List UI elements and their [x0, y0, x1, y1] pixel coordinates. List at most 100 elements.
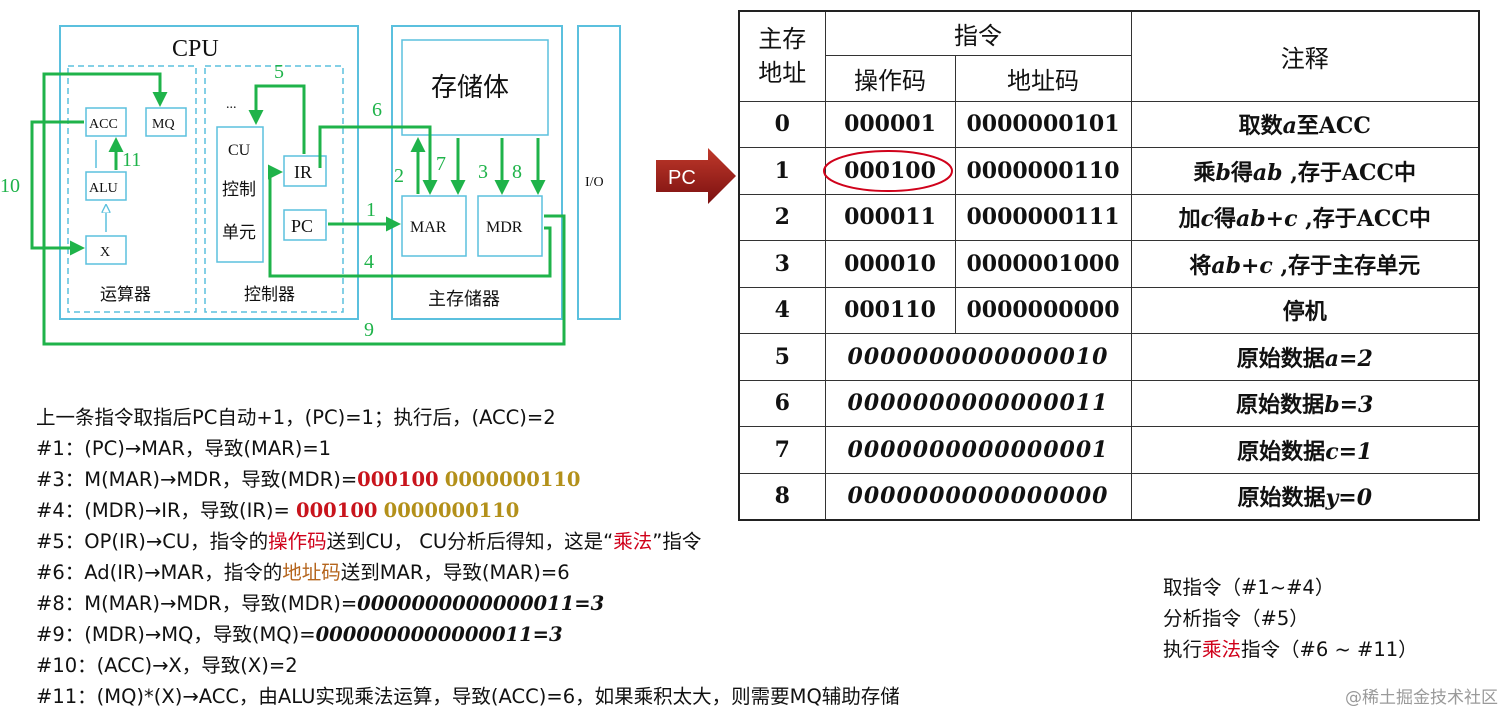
execution-steps: 上一条指令取指后PC自动+1，(PC)=1；执行后，(ACC)=2 #1：(PC…	[36, 402, 1156, 712]
io-box	[577, 25, 621, 320]
controller-label: 控制器	[244, 285, 295, 305]
mdr-register	[477, 195, 543, 257]
path-label-3: 3	[478, 161, 488, 183]
step-10: #10：(ACC)→X，导致(X)=2	[36, 654, 298, 677]
table-row: 8 0000000000000000 原始数据y=0	[738, 472, 1480, 520]
pc-pointer-arrow: PC	[656, 148, 736, 204]
header-address: 主存 地址	[738, 10, 826, 102]
x-register	[85, 235, 127, 265]
alu-unit-box	[67, 65, 197, 313]
memory-table: 主存 地址 指令 注释 操作码 地址码 0 000001 0000000101 …	[738, 10, 1480, 521]
cell-note: 将ab+c ,存于主存单元	[1130, 240, 1480, 288]
cell-note: 加c得ab+c ,存于ACC中	[1130, 193, 1480, 241]
cell-address-code: 0000001000	[954, 240, 1132, 288]
path-label-6: 6	[372, 99, 382, 121]
path-label-11: 11	[122, 149, 141, 171]
controller-box	[204, 65, 344, 313]
cell-data: 0000000000000010	[824, 333, 1132, 381]
cell-address-code: 0000000111	[954, 193, 1132, 241]
step-1: #1：(PC)→MAR，导致(MAR)=1	[36, 437, 332, 460]
path-5	[248, 84, 306, 154]
header-instruction: 指令	[824, 10, 1132, 56]
path-label-10: 10	[0, 175, 20, 197]
path-label-7: 7	[436, 153, 446, 175]
step-8: #8：M(MAR)→MDR，导致(MDR)=0000000000000011=3	[36, 592, 605, 615]
table-row: 4 000110 0000000000 停机	[738, 286, 1480, 334]
cell-address-code: 0000000110	[954, 147, 1132, 195]
step-intro: 上一条指令取指后PC自动+1，(PC)=1；执行后，(ACC)=2	[36, 406, 556, 429]
cpu-label: CPU	[172, 36, 219, 62]
pc-pointer-label: PC	[668, 167, 696, 189]
phase-decode: 分析指令（#5）	[1163, 607, 1309, 630]
cell-address-code: 0000000101	[954, 100, 1132, 148]
cu-label-1: CU	[228, 142, 251, 159]
alu-label: ALU	[89, 181, 118, 196]
cpu-memory-diagram: CPU 运算器 控制器 ACC MQ ALU X ... CU 控制 单元 IR…	[0, 25, 621, 346]
cell-data: 0000000000000011	[824, 379, 1132, 427]
cell-opcode-circled: 000100	[822, 147, 956, 195]
mdr-label: MDR	[486, 219, 523, 236]
path-label-4: 4	[364, 251, 374, 273]
cell-note: 停机	[1130, 286, 1480, 334]
step-4: #4：(MDR)→IR，导致(IR)= 000100 0000000110	[36, 499, 520, 522]
cell-note: 乘b得ab ,存于ACC中	[1130, 147, 1480, 195]
acc-label: ACC	[89, 117, 118, 132]
phase-execute: 执行乘法指令（#6 ~ #11）	[1163, 638, 1418, 661]
watermark: @稀土掘金技术社区	[1345, 688, 1498, 708]
cell-address: 8	[738, 472, 826, 520]
header-address-line1: 主存	[758, 25, 807, 54]
cell-note: 原始数据b=3	[1130, 379, 1480, 427]
cell-note: 原始数据y=0	[1130, 472, 1480, 520]
cu-label-3: 单元	[222, 223, 256, 243]
cell-address-code: 0000000000	[954, 286, 1132, 334]
cell-address: 2	[738, 193, 826, 241]
header-opcode: 操作码	[824, 54, 956, 102]
step-11: #11：(MQ)*(X)→ACC，由ALU实现乘法运算，导致(ACC)=6，如果…	[36, 685, 900, 708]
cell-address: 0	[738, 100, 826, 148]
storage-body-box	[401, 39, 549, 136]
path-label-1: 1	[366, 199, 376, 221]
step-5: #5：OP(IR)→CU，指令的操作码送到CU， CU分析后得知，这是“乘法”指…	[36, 530, 702, 553]
acc-register	[85, 107, 127, 137]
alu-block	[85, 171, 127, 201]
phase-summary: 取指令（#1~#4） 分析指令（#5） 执行乘法指令（#6 ~ #11）	[1163, 572, 1418, 665]
x-label: X	[100, 245, 110, 260]
io-label: I/O	[585, 175, 604, 190]
cell-note: 取数a至ACC	[1130, 100, 1480, 148]
mq-label: MQ	[152, 117, 175, 132]
storage-body-label: 存储体	[431, 73, 509, 103]
path-10	[30, 120, 85, 256]
pc-register	[283, 209, 327, 241]
cell-data: 0000000000000000	[824, 472, 1132, 520]
cu-block	[216, 126, 264, 263]
path-label-2: 2	[394, 165, 404, 187]
header-address-code: 地址码	[954, 54, 1132, 102]
table-row: 1 000100 0000000110 乘b得ab ,存于ACC中	[738, 147, 1480, 195]
cell-note: 原始数据a=2	[1130, 333, 1480, 381]
mq-register	[145, 107, 187, 137]
path-6	[318, 125, 438, 195]
main-memory-box	[391, 25, 563, 320]
path-9	[42, 72, 566, 346]
mar-label: MAR	[410, 219, 447, 236]
table-row: 5 0000000000000010 原始数据a=2	[738, 333, 1480, 381]
cell-address: 7	[738, 426, 826, 474]
path-label-5: 5	[274, 61, 284, 83]
cell-address: 4	[738, 286, 826, 334]
header-address-line2: 地址	[758, 59, 807, 88]
cell-opcode: 000110	[824, 286, 956, 334]
cell-opcode: 000010	[824, 240, 956, 288]
cell-address: 1	[738, 147, 826, 195]
alu-unit-label: 运算器	[100, 285, 151, 305]
cell-note: 原始数据c=1	[1130, 426, 1480, 474]
cpu-box	[59, 25, 359, 320]
table-row: 0 000001 0000000101 取数a至ACC	[738, 100, 1480, 148]
header-note: 注释	[1130, 10, 1480, 102]
table-row: 7 0000000000000001 原始数据c=1	[738, 426, 1480, 474]
step-6: #6：Ad(IR)→MAR，指令的地址码送到MAR，导致(MAR)=6	[36, 561, 570, 584]
path-label-9: 9	[364, 319, 374, 341]
pc-label: PC	[291, 216, 313, 236]
main-memory-label: 主存储器	[428, 289, 500, 310]
cell-opcode: 000001	[824, 100, 956, 148]
ir-label: IR	[294, 162, 312, 182]
